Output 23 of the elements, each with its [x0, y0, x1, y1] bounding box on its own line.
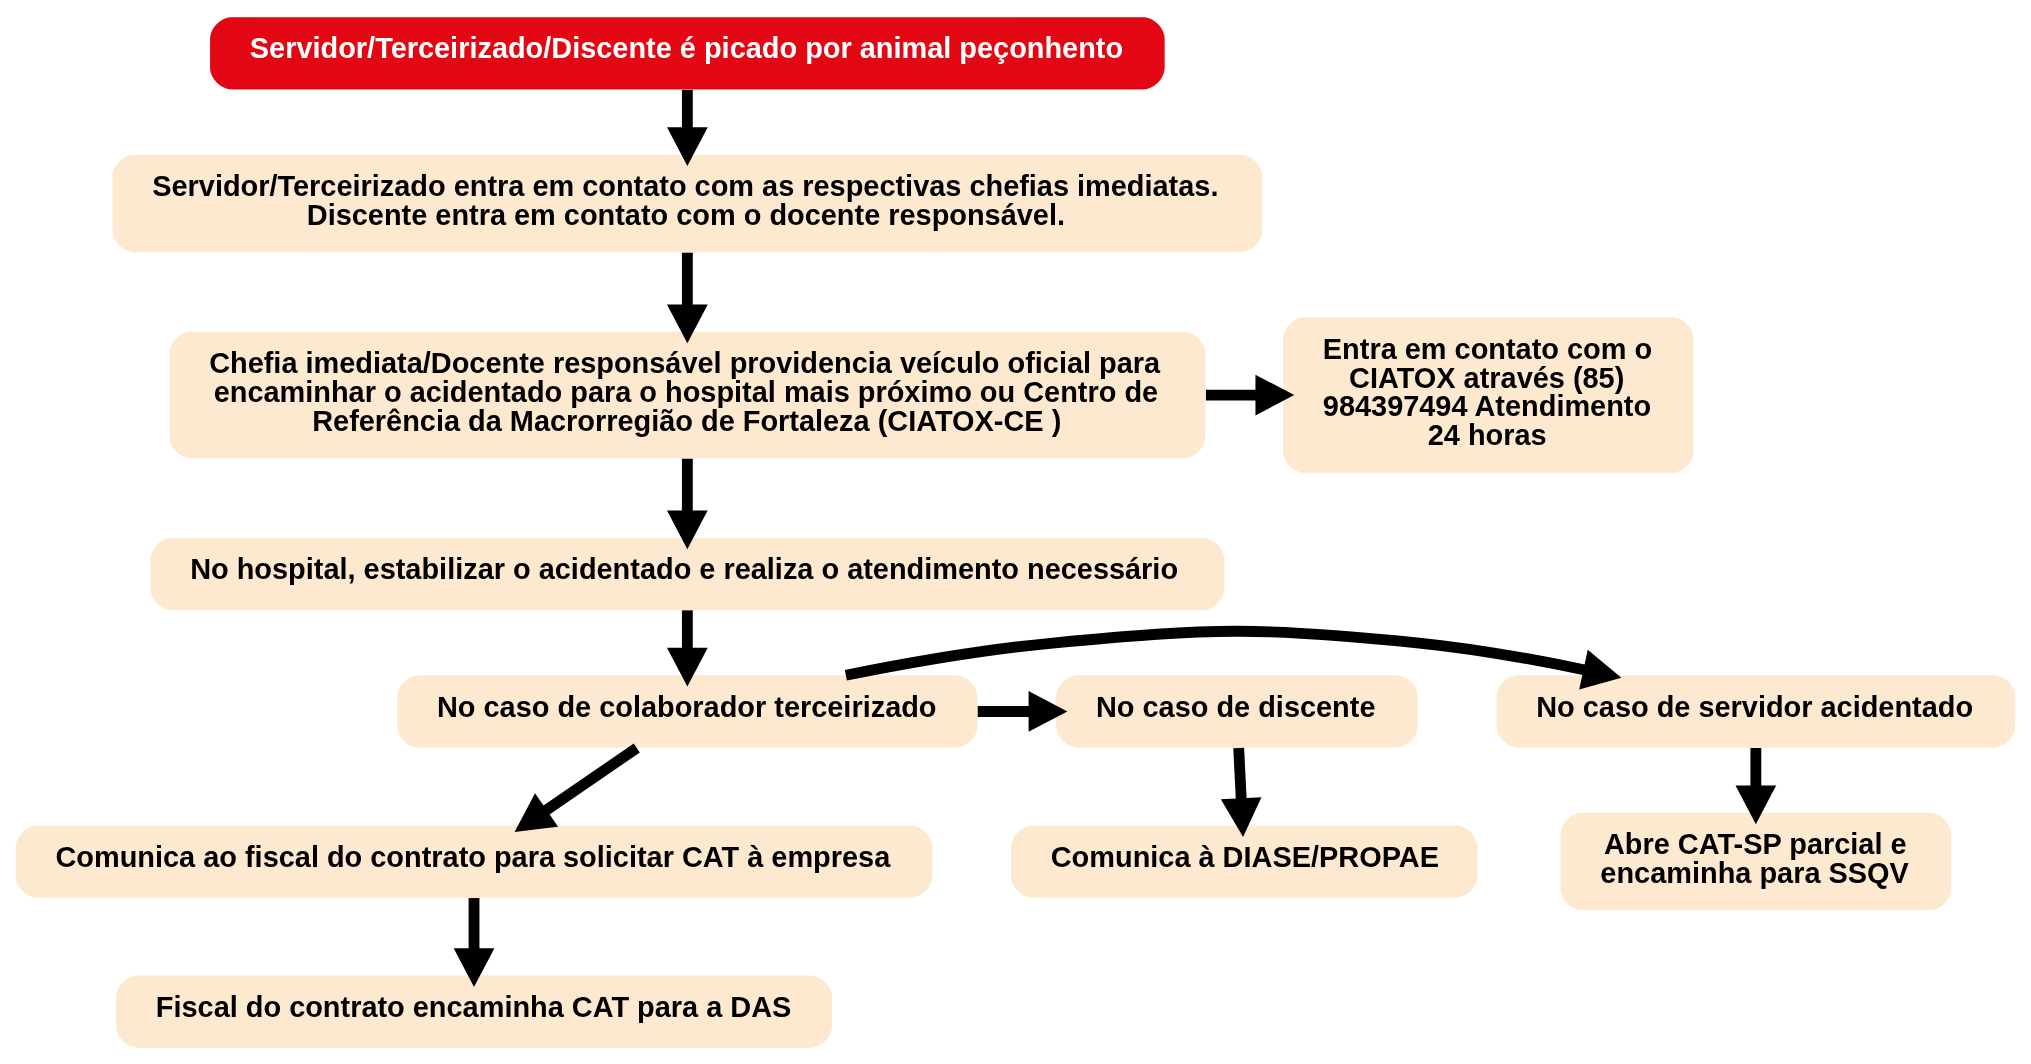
node-box: No caso de discente	[1056, 674, 1418, 748]
node-box: Comunica à DIASE/PROPAE	[1011, 824, 1478, 898]
arrow	[667, 89, 708, 166]
node-box: No hospital, estabilizar o acidentado e realiza o atendimento necessário	[150, 537, 1225, 610]
arrow	[667, 609, 708, 687]
node-box: Abre CAT-SP parcial e encaminha para SSQV	[1560, 812, 1952, 910]
arrow	[667, 458, 708, 549]
node-box: Servidor/Terceirizado entra em contato com as respectivas chefias imediatas. Discente entra em contato com o docente responsável.	[112, 154, 1263, 252]
arrow	[844, 625, 1622, 689]
arrow	[977, 690, 1068, 732]
node-box: No caso de servidor acidentado	[1496, 674, 2016, 748]
node-box: Comunica ao fiscal do contrato para solicitar CAT à empresa	[15, 824, 933, 898]
node-box: Fiscal do contrato encaminha CAT para a DAS	[116, 974, 832, 1048]
arrow	[514, 743, 640, 832]
arrow	[1220, 747, 1262, 837]
arrow	[453, 897, 495, 987]
arrow	[1735, 747, 1777, 824]
node-box: Entra em contato com o CIATOX através (85) 984397494 Atendimento 24 horas	[1283, 316, 1694, 473]
node-box: Servidor/Terceirizado/Discente é picado por animal peçonhento	[210, 16, 1165, 90]
node-box: No caso de colaborador terceirizado	[397, 674, 978, 748]
node-box: Chefia imediata/Docente responsável providencia veículo oficial para encaminhar o acidentado para o hospital mais próximo ou Centro de Referência da Macrorregião de Fortaleza (CIATOX-CE )	[169, 331, 1206, 458]
arrow	[1205, 374, 1295, 415]
arrow	[667, 252, 708, 343]
